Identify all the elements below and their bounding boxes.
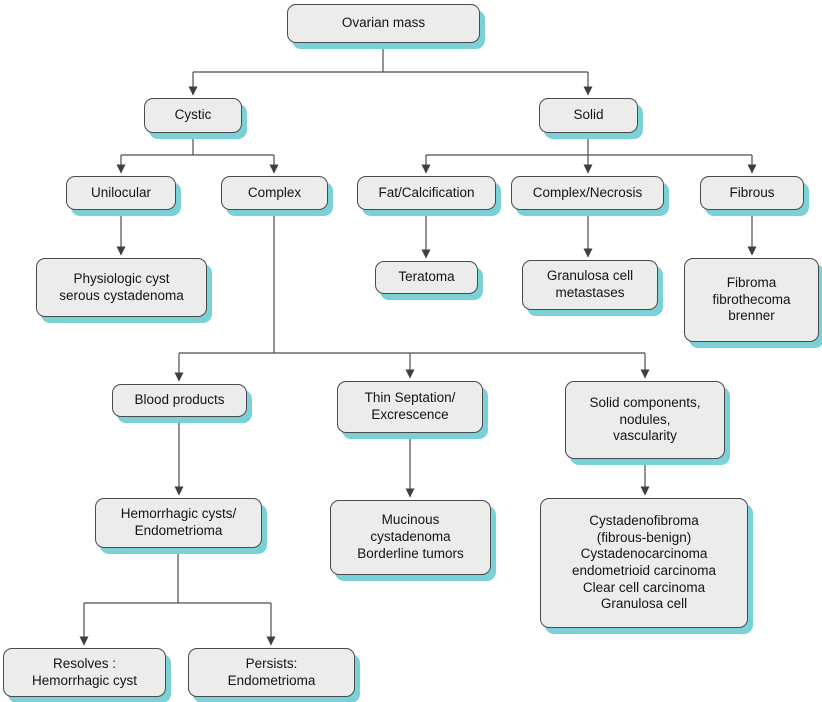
node-solid: Solid <box>539 98 638 133</box>
node-thin-septation: Thin Septation/ Excrescence <box>337 381 483 433</box>
node-cystadenofibroma: Cystadenofibroma (fibrous-benign) Cystad… <box>540 498 748 628</box>
connector-skeleton <box>84 43 752 604</box>
node-granulosa-cell-metastases: Granulosa cell metastases <box>522 260 658 310</box>
node-complex-necrosis: Complex/Necrosis <box>511 176 664 210</box>
node-teratoma: Teratoma <box>375 261 478 294</box>
node-complex: Complex <box>221 176 328 210</box>
node-fibroma: Fibroma fibrothecoma brenner <box>684 258 819 342</box>
node-unilocular: Unilocular <box>66 176 176 210</box>
node-blood-products: Blood products <box>112 384 247 417</box>
node-physiologic-cyst: Physiologic cyst serous cystadenoma <box>36 258 207 317</box>
node-mucinous: Mucinous cystadenoma Borderline tumors <box>330 500 491 575</box>
node-fibrous: Fibrous <box>700 176 804 210</box>
node-persists: Persists: Endometrioma <box>188 648 355 697</box>
node-fat-calcification: Fat/Calcification <box>357 176 496 210</box>
node-cystic: Cystic <box>144 98 242 133</box>
node-solid-components: Solid components, nodules, vascularity <box>565 381 725 459</box>
node-resolves: Resolves : Hemorrhagic cyst <box>3 648 166 697</box>
node-ovarian-mass: Ovarian mass <box>287 4 480 43</box>
node-hemorrhagic-cysts: Hemorrhagic cysts/ Endometrioma <box>95 498 262 548</box>
